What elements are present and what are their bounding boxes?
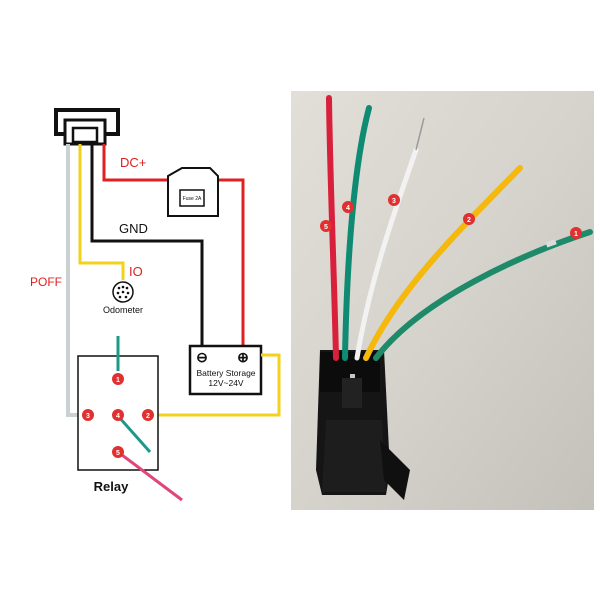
odometer: Odometer <box>103 281 143 315</box>
poff-label: POFF <box>30 275 62 289</box>
relay-pin-5: 5 <box>112 446 124 458</box>
fuse-label: Fuse 2A <box>183 196 202 202</box>
photo-wires <box>326 95 593 361</box>
photo-wire-2 <box>363 165 523 361</box>
gnd-label: GND <box>119 221 148 236</box>
svg-text:2: 2 <box>146 413 150 420</box>
battery-minus-icon: ⊖ <box>196 349 208 365</box>
photo-wire-tag-5: 5 <box>320 220 332 232</box>
relay-photo: 5 4 3 2 1 <box>291 91 594 510</box>
relay-label: Relay <box>94 479 129 494</box>
svg-text:1: 1 <box>574 231 578 238</box>
relay-pin-3: 3 <box>82 409 94 421</box>
photo-wire-1 <box>373 229 593 361</box>
io-label: IO <box>129 264 143 279</box>
relay: 1 2 3 4 5 Relay <box>77 336 183 502</box>
photo-wire-tag-2: 2 <box>463 213 475 225</box>
svg-text:4: 4 <box>346 205 350 212</box>
svg-text:1: 1 <box>116 377 120 384</box>
photo-wire-4 <box>342 105 372 361</box>
photo-wire-tag-3: 3 <box>388 194 400 206</box>
dc-plus-wire <box>102 144 168 182</box>
svg-text:5: 5 <box>116 450 120 457</box>
photo-wire-tag-4: 4 <box>342 201 354 213</box>
photo-wire-3 <box>354 147 419 361</box>
svg-text:3: 3 <box>392 198 396 205</box>
battery-plus-icon: ⊕ <box>237 349 249 365</box>
odometer-label: Odometer <box>103 305 143 315</box>
wiring-diagram: DC+ GND IO POFF Fuse 2A Odometer ⊖ ⊕ Bat… <box>30 108 281 502</box>
gnd-wire <box>90 144 204 346</box>
battery-label-line2: 12V~24V <box>208 378 244 388</box>
io-wire <box>78 144 125 280</box>
poff-wire <box>66 144 78 417</box>
svg-text:3: 3 <box>86 413 90 420</box>
photo-wire-tag-1: 1 <box>570 227 582 239</box>
relay-pin-2: 2 <box>142 409 154 421</box>
device-connector <box>54 108 120 146</box>
svg-text:4: 4 <box>116 413 120 420</box>
relay-body <box>316 350 410 500</box>
dc-plus-label: DC+ <box>120 155 146 170</box>
photo-wire-5 <box>326 95 339 361</box>
svg-text:5: 5 <box>324 224 328 231</box>
relay-pin-1: 1 <box>112 373 124 385</box>
svg-text:2: 2 <box>467 217 471 224</box>
battery: ⊖ ⊕ Battery Storage 12V~24V <box>188 344 263 396</box>
relay-pin-4: 4 <box>112 409 124 421</box>
battery-label-line1: Battery Storage <box>196 368 255 378</box>
fuse-to-battery-wire <box>218 178 245 346</box>
fuse: Fuse 2A <box>167 167 219 217</box>
relay-output-wire <box>158 353 281 417</box>
